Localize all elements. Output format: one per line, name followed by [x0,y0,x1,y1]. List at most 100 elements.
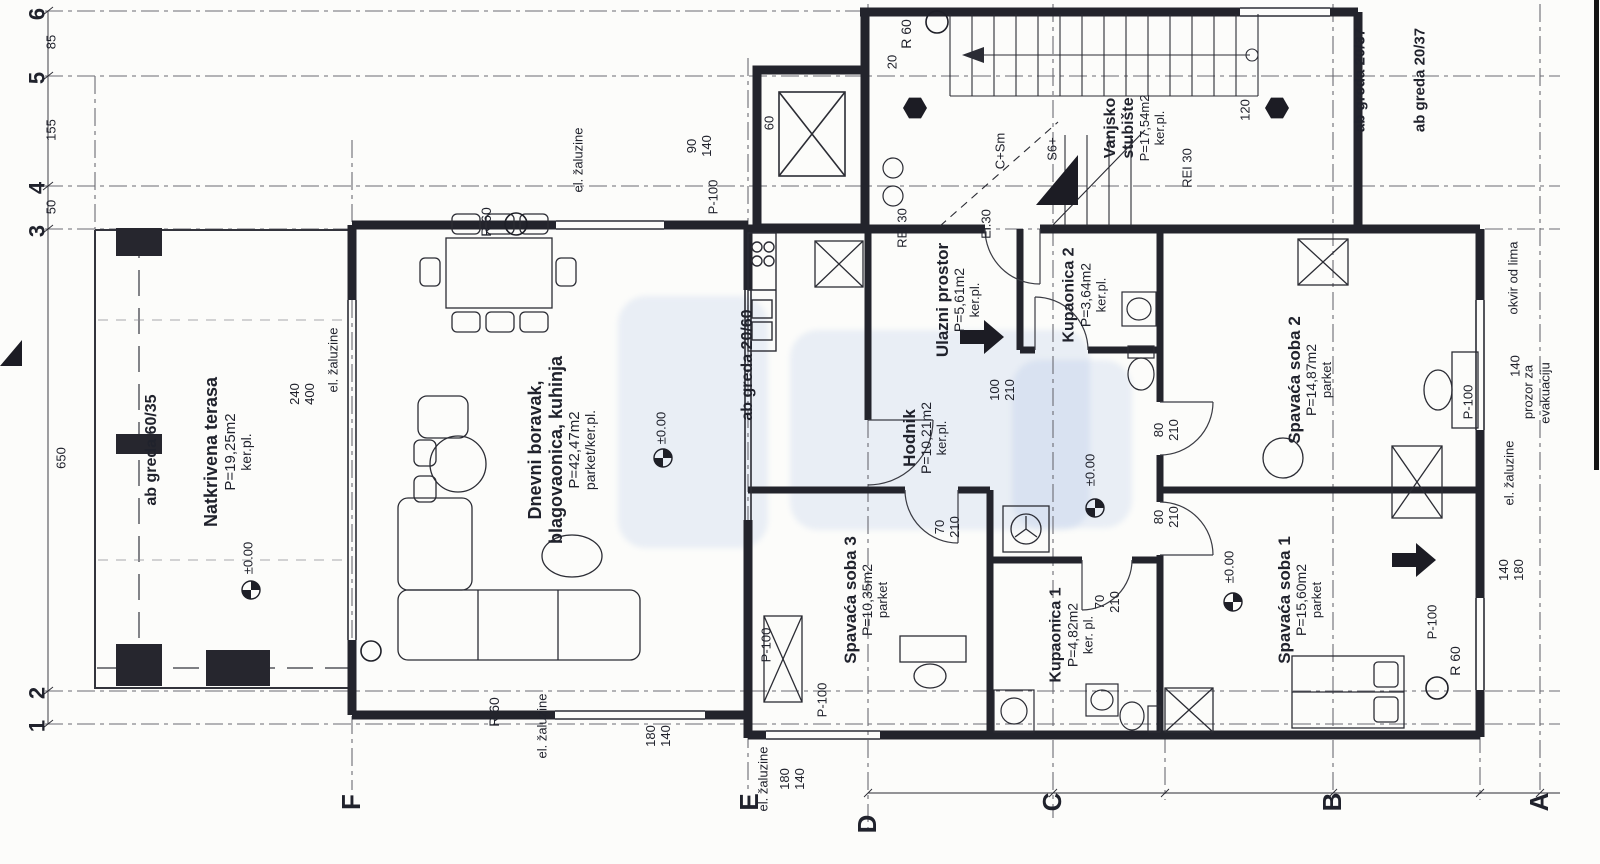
axis-row-3: 3 [24,224,50,238]
axis-row-5: 5 [24,71,50,85]
axis-col-C: C [1037,792,1068,812]
dim-180-140: 180 140 [643,725,674,747]
dining-chair [451,311,481,333]
room-name: Hodnik [899,409,919,467]
room-floor: ker.pl. [967,282,983,318]
pillow [1373,661,1399,688]
r60-label: R 60 [478,207,495,237]
round-table [429,435,487,493]
dim-value: 180 [1511,559,1526,581]
room-area: P=10,35m2 [859,564,876,637]
room-label-entrance: Ulazni prostor P=5,61m2 ker.pl. [933,243,983,357]
bath1-fixtures [993,683,1161,733]
r60-label: R 60 [486,697,503,727]
axis-col-B: B [1317,792,1348,812]
dim-20: 20 [884,54,900,70]
axis-row-6: 6 [24,7,50,21]
dim-value: 400 [302,383,317,405]
armchair [417,395,469,439]
axis-col-F: F [336,794,367,810]
washing-machine [993,689,1035,733]
dim-value: 70 [932,519,948,535]
room-name: Natkrivena terasa [201,376,222,528]
north-triangle [1036,155,1078,205]
dim-80-210: 80 210 [1151,506,1182,528]
dim-value: 70 [1092,594,1108,610]
dim-value: 240 [287,383,303,405]
dining-chair [485,213,515,235]
dim-value: 80 [1151,422,1167,438]
axis-col-A: A [1524,792,1555,812]
blinds-label: el. žaluzine [325,327,341,393]
dim-90-140: 90 140 [684,135,715,157]
dim-100-210: 100 210 [987,379,1018,401]
room-area: P=3,64m2 [1077,262,1094,328]
beam-label-20-37: ab greda 20/37 [1351,27,1369,133]
side-table [1262,437,1304,479]
living-tables [413,395,603,578]
beam-label-20-60: ab greda 20/60 [738,309,756,421]
dim-value: 210 [1166,506,1181,528]
chair [1423,369,1453,411]
doors [867,228,1214,611]
room-floor: parket [1309,581,1325,619]
scan-artifact [1594,0,1599,470]
p100-label: P-100 [1424,604,1440,640]
dim-70-210: 70 210 [1092,591,1123,613]
dim-60: 60 [761,115,777,131]
dining-table-set [419,213,577,333]
bed2-furniture [1262,351,1479,479]
beam-label-20-37: ab greda 20/37 [1411,27,1429,133]
watermark [790,330,1090,530]
level-zero-label: ±0.00 [1082,453,1098,487]
dimension-lines [42,6,1560,798]
stove-burner [751,241,763,253]
c-sm-label: C+Sm [992,132,1008,170]
dim-240-400: 240 400 [287,383,318,405]
dim-value: 140 [658,725,673,747]
dim-140: 140 [1507,355,1523,377]
blinds-label: el. žaluzine [1501,440,1517,506]
p100-label: P-100 [705,179,721,215]
axis-row-4: 4 [24,181,50,195]
dim-value: 100 [987,379,1003,401]
terrace-posts [116,228,270,686]
room-name: Dnevni boravak, [524,380,545,520]
p100-label: P-100 [814,682,830,718]
r60-label: R 60 [898,19,915,49]
room-floor: ker.pl. [237,433,254,471]
room-area: P=4,82m2 [1064,602,1081,668]
dim-value: 140 [1496,559,1512,581]
elevator [778,91,904,207]
stove-burner [751,255,763,267]
room-name: Vanjsko [1101,97,1119,159]
dim-value: 90 [684,138,700,154]
dim-140-180: 140 180 [1496,559,1527,581]
dim-value: 210 [1002,379,1017,401]
blinds-label: el. žaluzine [570,127,586,193]
level-zero-label: ±0.00 [240,541,256,575]
room-name: blagovaonica, kuhinja [545,355,566,545]
r60-label: R 60 [1447,646,1464,676]
room-label-bed1: Spavaća soba 1 P=15,60m2 parket [1275,536,1325,664]
dim-value: 180 [777,768,793,790]
room-area: P=5,61m2 [951,267,968,333]
dining-chair [519,311,549,333]
level-zero-label: ±0.00 [653,411,669,445]
el30-label: El.30 [978,209,994,239]
axis-row-2: 2 [24,686,50,700]
beam-label-60-35: ab greda 60/35 [142,394,160,506]
room-name: Spavaća soba 1 [1274,536,1294,664]
dining-chair [485,311,515,333]
chair [413,475,437,503]
dining-chair [519,213,549,235]
room-floor: parket/ker.pl. [582,409,599,491]
kitchen-counter [747,232,777,352]
pillow [1373,696,1399,723]
stove-burner [763,255,775,267]
room-label-bath1: Kupaonica 1 P=4,82m2 ker. pl. [1048,587,1097,682]
p100-label: P-100 [758,627,774,663]
dim-value: 210 [1107,591,1122,613]
